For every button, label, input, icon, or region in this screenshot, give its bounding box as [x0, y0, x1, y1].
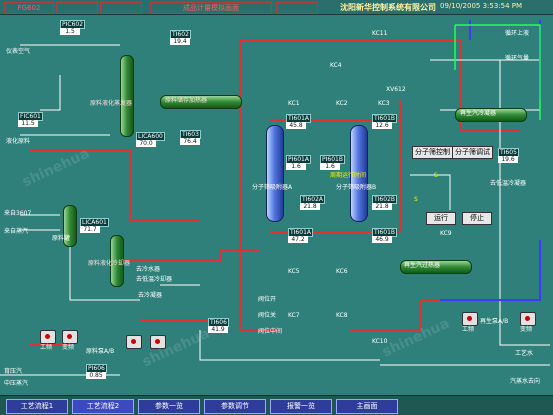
label-from-steam: 来自蒸汽: [4, 228, 29, 235]
run-button[interactable]: 运行: [426, 212, 456, 225]
val-lica601: 71.7: [80, 226, 100, 233]
pump-regen-a[interactable]: [462, 312, 478, 326]
vessel-feed-heater[interactable]: [160, 95, 242, 109]
val-ti606: 41.9: [208, 326, 228, 333]
label-feed-tank: 原料罐: [52, 235, 71, 242]
label-regen-superheater: 再生汽过热器: [404, 262, 441, 269]
column-adsorber-a[interactable]: [266, 125, 284, 222]
label-vfd-1: 变频: [62, 344, 75, 351]
valve-kc10[interactable]: KC10: [372, 338, 388, 345]
label-from-3607: 来自3607: [4, 210, 32, 217]
status-s-1: S: [414, 196, 418, 203]
label-valve-closed: 阀位关: [258, 312, 277, 319]
label-instrument-air: 仪表空气: [6, 48, 31, 55]
label-feed-cooler: 原料液化冷却器: [88, 260, 131, 267]
label-cycle-time: 周期运行时间: [330, 172, 367, 179]
label-mid-pressure-steam: 中压蒸汽: [4, 380, 29, 387]
label-to-condenser: 去冷凝器: [138, 292, 163, 299]
val-ti601a: 45.8: [286, 122, 306, 129]
val-ti601a-2: 47.2: [288, 236, 308, 243]
nav-alarm-list[interactable]: 报警一览: [270, 399, 332, 414]
label-valve-mid: 阀位中间: [258, 328, 283, 335]
sieve-control-button[interactable]: 分子筛控制: [412, 146, 453, 159]
val-ti603: 76.4: [180, 138, 200, 145]
label-to-lowtemp-cooler: 去低温冷却器: [136, 276, 173, 283]
label-liquid-feed: 液化原料: [6, 138, 31, 145]
label-valve-open: 阀位开: [258, 296, 277, 303]
column-adsorber-b[interactable]: [350, 125, 368, 222]
motor-2[interactable]: [150, 335, 166, 349]
label-vfd-2: 变频: [520, 326, 533, 333]
header-box-5[interactable]: [276, 2, 318, 14]
label-regen-condenser: 再生汽冷凝器: [460, 110, 497, 117]
val-pi601b: 1.6: [320, 163, 340, 170]
pump-regen-b[interactable]: [520, 312, 536, 326]
status-s-2: S: [434, 172, 438, 179]
val-pi601a: 1.6: [286, 163, 306, 170]
valve-kc7[interactable]: KC7: [288, 312, 300, 319]
header-title: 成品计量模拟画面: [150, 2, 272, 14]
company-name: 沈阳新华控制系统有限公司: [340, 3, 436, 12]
label-steam-water: 汽蒸水去向: [510, 378, 541, 385]
nav-parameter-adjust[interactable]: 参数调节: [204, 399, 266, 414]
motor-1[interactable]: [126, 335, 142, 349]
val-ti605: 19.6: [498, 156, 518, 163]
nav-parameter-list[interactable]: 参数一览: [138, 399, 200, 414]
valve-kc2[interactable]: KC2: [336, 100, 348, 107]
val-lica600: 70.0: [136, 140, 156, 147]
label-back-pressure-steam: 育压汽: [4, 368, 23, 375]
val-pic602: 1.5: [60, 28, 80, 35]
timestamp: 09/10/2005 3:53:54 PM: [440, 2, 523, 10]
valve-kc5[interactable]: KC5: [288, 268, 300, 275]
label-circ-liquid: 循环上液: [505, 30, 530, 37]
label-to-cold-water: 去冷水器: [136, 266, 161, 273]
vessel-feed-cooler[interactable]: [110, 235, 124, 287]
pump-feed-b[interactable]: [62, 330, 78, 344]
vessel-feed-tank[interactable]: [63, 205, 77, 247]
label-feed-heater: 原料储存加热器: [165, 97, 208, 104]
val-fic601: 11.5: [18, 120, 38, 127]
vessel-regen-superheater[interactable]: [400, 260, 472, 274]
valve-xv612[interactable]: XV612: [386, 86, 406, 93]
val-ti602b: 21.8: [372, 203, 392, 210]
label-process-water: 工艺水: [515, 350, 534, 357]
pump-feed-a[interactable]: [40, 330, 56, 344]
valve-kc9[interactable]: KC9: [440, 230, 452, 237]
nav-process-1[interactable]: 工艺流程1: [6, 399, 68, 414]
stop-button[interactable]: 停止: [462, 212, 492, 225]
valve-kc11[interactable]: KC11: [372, 30, 388, 37]
val-ti601b: 12.6: [372, 122, 392, 129]
val-ti602a: 21.8: [300, 203, 320, 210]
label-regen-pump-ab: 再生泵A/B: [480, 318, 509, 325]
nav-process-2[interactable]: 工艺流程2: [72, 399, 134, 414]
header-box-1[interactable]: FG602: [4, 2, 54, 14]
label-adsorber-a: 分子筛吸附器A: [252, 184, 293, 191]
nav-main-screen[interactable]: 主画面: [336, 399, 398, 414]
valve-kc6[interactable]: KC6: [336, 268, 348, 275]
valve-kc8[interactable]: KC8: [336, 312, 348, 319]
label-line-freq-2: 工频: [462, 326, 475, 333]
val-ti602: 19.4: [170, 38, 190, 45]
label-adsorber-b: 分子筛吸附器B: [336, 184, 377, 191]
header-box-2[interactable]: [56, 2, 98, 14]
vessel-feed-vaporizer[interactable]: [120, 55, 134, 137]
bottom-nav-bar: 工艺流程1 工艺流程2 参数一览 参数调节 报警一览 主画面: [0, 395, 553, 415]
vessel-regen-condenser[interactable]: [455, 108, 527, 122]
val-pi606: 0.85: [86, 372, 106, 379]
val-ti601b-2: 46.9: [372, 236, 392, 243]
valve-kc1[interactable]: KC1: [288, 100, 300, 107]
label-circ-gas: 循环气量: [505, 55, 530, 62]
header-box-3[interactable]: [100, 2, 142, 14]
sieve-debug-button[interactable]: 分子筛调试: [452, 146, 493, 159]
label-line-freq-1: 工频: [40, 344, 53, 351]
label-feed-pump-ab: 原料泵A/B: [86, 348, 115, 355]
label-to-lowtemp-condenser: 去低温冷凝器: [490, 180, 527, 187]
valve-kc3[interactable]: KC3: [378, 100, 390, 107]
label-feed-vaporizer: 原料液化蒸发器: [90, 100, 133, 107]
valve-kc4[interactable]: KC4: [330, 62, 342, 69]
